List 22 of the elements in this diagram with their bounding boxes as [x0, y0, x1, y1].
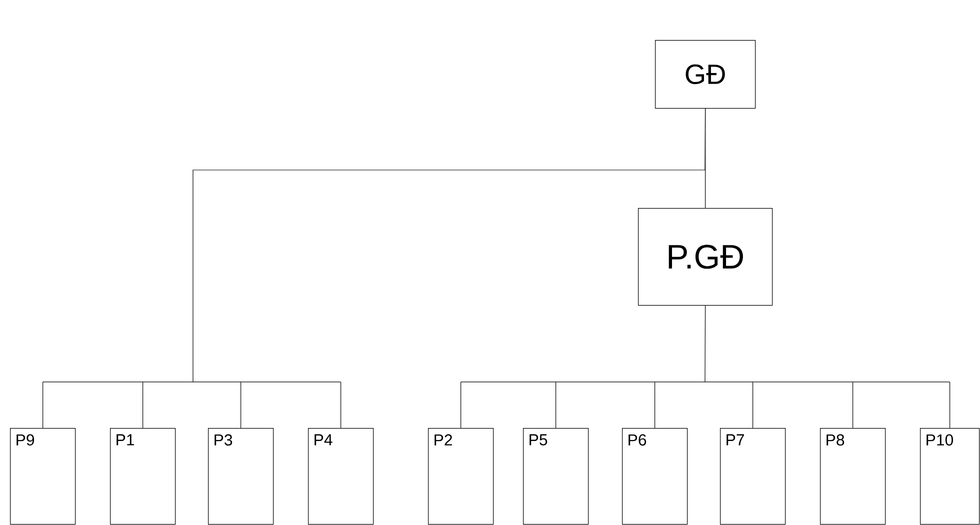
connector-line — [460, 382, 462, 428]
connector-line — [852, 382, 854, 428]
org-box: P.GĐ — [638, 208, 773, 306]
org-box: P6 — [622, 428, 688, 525]
connector-line — [705, 108, 706, 208]
connector-line — [42, 382, 44, 428]
connector-line — [752, 382, 754, 428]
org-box: P9 — [10, 428, 76, 525]
org-box: GĐ — [655, 40, 756, 109]
connector-line — [340, 382, 342, 428]
org-box: P10 — [920, 428, 980, 525]
org-box: P1 — [110, 428, 176, 525]
org-box: P8 — [820, 428, 886, 525]
connector-line — [240, 382, 242, 428]
org-box: P5 — [523, 428, 589, 525]
org-box: P7 — [720, 428, 786, 525]
connector-line — [460, 305, 950, 382]
org-box: P4 — [308, 428, 374, 525]
org-box: P3 — [208, 428, 274, 525]
connector-line — [142, 382, 144, 428]
org-box: P2 — [428, 428, 494, 525]
connector-line — [654, 382, 656, 428]
